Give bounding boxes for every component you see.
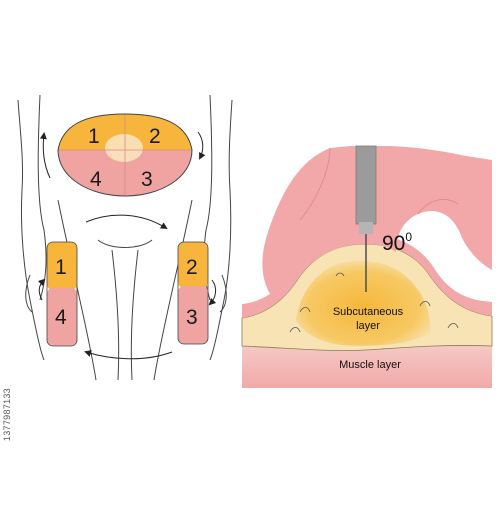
abdomen-zones: 1 2 4 3 <box>57 113 193 197</box>
tissue-texture <box>289 272 459 333</box>
right-thigh-zone-label-2: 2 <box>186 256 198 279</box>
abdomen-zone-label-3: 3 <box>141 168 153 191</box>
abdomen-zone-label-4: 4 <box>90 168 102 191</box>
rotation-arrows <box>37 131 217 360</box>
left-thigh-zone-top <box>47 242 77 290</box>
arrow-abdomen-left <box>39 132 51 179</box>
muscle-label: Muscle layer <box>339 359 401 371</box>
navel-highlight <box>105 134 143 162</box>
syringe-hub <box>359 222 373 234</box>
angle-label: 900 <box>382 230 412 255</box>
arrow-bottom-return <box>84 350 173 360</box>
arrow-cross-thighs <box>85 214 168 230</box>
injection-cross-section: 900 Subcutaneous layer Muscle layer <box>241 145 493 388</box>
body-outline <box>17 94 233 381</box>
arrow-abdomen-right <box>197 131 206 160</box>
pinching-hand <box>262 146 492 300</box>
abdomen-outline <box>57 113 193 197</box>
right-thigh-zones: 2 3 <box>177 241 209 345</box>
syringe-barrel <box>355 145 377 225</box>
right-thigh-zone-bottom <box>178 286 208 344</box>
left-thigh-zone-bottom <box>47 288 77 346</box>
subcutaneous-label-line1: Subcutaneous <box>333 306 404 318</box>
arrow-right-thigh <box>208 279 217 306</box>
left-thigh-zone-label-4: 4 <box>55 306 67 329</box>
abdomen-zone-label-2: 2 <box>149 125 161 148</box>
subcutaneous-label-line2: layer <box>356 320 380 332</box>
stock-id: 1377987133 <box>2 388 12 442</box>
subcutaneous-core <box>296 260 431 346</box>
right-thigh-zone-top <box>178 242 208 288</box>
right-thigh-zone-label-3: 3 <box>186 306 198 329</box>
left-thigh-zones: 1 4 <box>46 241 78 347</box>
arrow-left-thigh <box>37 278 46 301</box>
angle-unit: 0 <box>405 230 412 244</box>
left-thigh-zone-label-1: 1 <box>55 256 67 279</box>
abdomen-zone-label-1: 1 <box>88 125 100 148</box>
angle-value: 90 <box>382 232 405 255</box>
